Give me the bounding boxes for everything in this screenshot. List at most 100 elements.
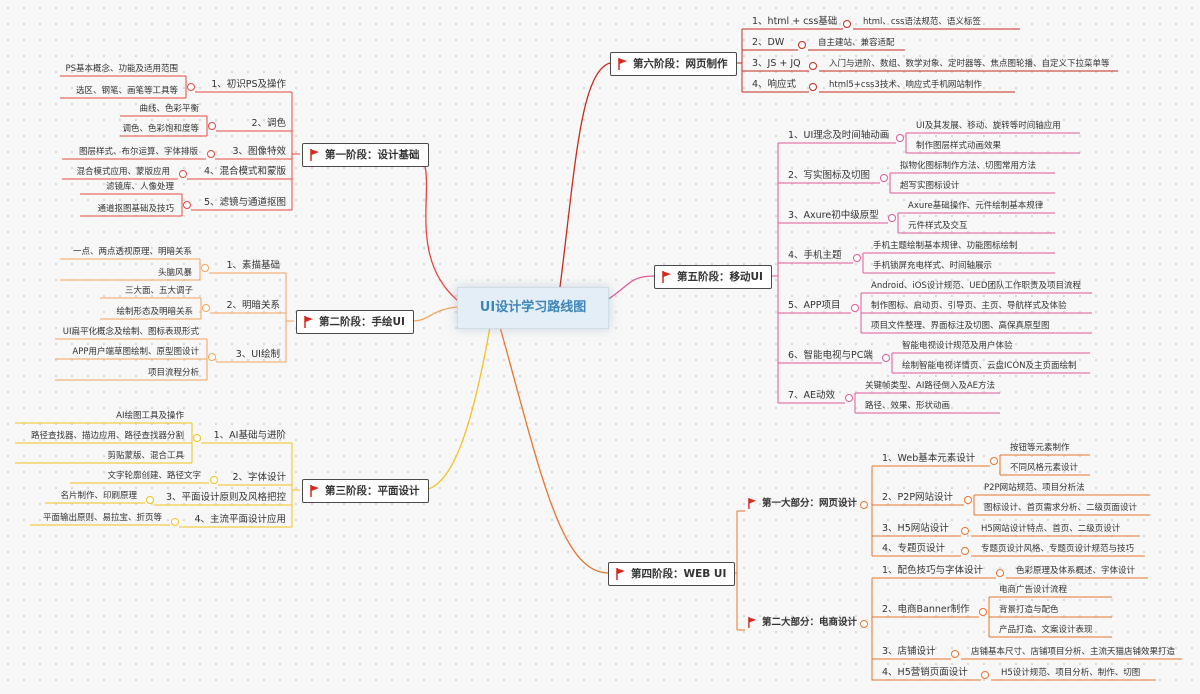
s4-web-sub-2-2[interactable]: 图标设计、首页需求分析、二级页面设计 bbox=[984, 503, 1138, 513]
s4-ecom-sub-2-3[interactable]: 产品打造、文案设计表现 bbox=[999, 625, 1093, 635]
s5-sub-3-1[interactable]: Axure基础操作、元件绘制基本规律 bbox=[908, 201, 1044, 211]
s3-item-1[interactable]: 1、AI基础与进阶 bbox=[213, 430, 286, 441]
collapse-toggle-icon[interactable] bbox=[853, 254, 861, 262]
s6-sub-3-1[interactable]: 入门与进阶、数组、数学对象、定时器等、焦点图轮播、自定义下拉菜单等 bbox=[829, 59, 1110, 69]
s3-sub-2-1[interactable]: 文字轮廓创建、路径文字 bbox=[107, 471, 201, 481]
s3-sub-1-3[interactable]: 剪贴蒙版、混合工具 bbox=[107, 451, 184, 461]
s1-sub-5-1[interactable]: 滤镜库、人像处理 bbox=[105, 182, 174, 192]
s3-item-4[interactable]: 4、主流平面设计应用 bbox=[194, 514, 286, 525]
ecommerce-design-part[interactable]: 第二大部分：电商设计 bbox=[748, 616, 857, 630]
collapse-toggle-icon[interactable] bbox=[981, 671, 989, 679]
collapse-toggle-icon[interactable] bbox=[187, 83, 195, 91]
s2-sub-1-1[interactable]: 一点、两点透视原理、明暗关系 bbox=[72, 247, 192, 257]
collapse-toggle-icon[interactable] bbox=[210, 476, 218, 484]
s5-sub-7-2[interactable]: 路径、效果、形状动画 bbox=[865, 401, 951, 411]
collapse-toggle-icon[interactable] bbox=[996, 569, 1004, 577]
s4-ecom-sub-2-2[interactable]: 背景打造与配色 bbox=[999, 605, 1059, 615]
collapse-toggle-icon[interactable] bbox=[979, 608, 987, 616]
collapse-toggle-icon[interactable] bbox=[951, 650, 959, 658]
collapse-toggle-icon[interactable] bbox=[961, 547, 969, 555]
s5-sub-4-2[interactable]: 手机锁屏充电样式、时间轴展示 bbox=[873, 261, 993, 271]
s4-ecom-sub-2-1[interactable]: 电商广告设计流程 bbox=[999, 585, 1068, 595]
collapse-toggle-icon[interactable] bbox=[809, 62, 817, 70]
collapse-toggle-icon[interactable] bbox=[851, 304, 859, 312]
s5-sub-6-1[interactable]: 智能电视设计规范及用户体验 bbox=[902, 341, 1013, 351]
s1-sub-5-2[interactable]: 通道抠图基础及技巧 bbox=[97, 204, 174, 214]
s4-web-sub-4-1[interactable]: 专题页设计风格、专题页设计规范与技巧 bbox=[981, 544, 1135, 554]
collapse-toggle-icon[interactable] bbox=[207, 150, 215, 158]
s5-sub-3-2[interactable]: 元件样式及交互 bbox=[908, 221, 968, 231]
collapse-toggle-icon[interactable] bbox=[798, 41, 806, 49]
stage-3-node[interactable]: 第三阶段：平面设计 bbox=[302, 479, 429, 503]
s3-item-3[interactable]: 3、平面设计原则及风格把控 bbox=[165, 492, 286, 503]
s6-item-2[interactable]: 2、DW bbox=[752, 37, 785, 48]
collapse-toggle-icon[interactable] bbox=[809, 83, 817, 91]
s1-sub-4-1[interactable]: 混合模式应用、蒙版应用 bbox=[76, 167, 170, 177]
s1-item-1[interactable]: 1、初识PS及操作 bbox=[211, 79, 286, 90]
stage-2-node[interactable]: 第二阶段：手绘UI bbox=[296, 310, 414, 334]
s4-web-item-4[interactable]: 4、专题页设计 bbox=[882, 543, 946, 554]
collapse-toggle-icon[interactable] bbox=[990, 457, 998, 465]
s5-item-7[interactable]: 7、AE动效 bbox=[788, 390, 836, 401]
stage-4-node[interactable]: 第四阶段：WEB UI bbox=[608, 562, 736, 586]
collapse-toggle-icon[interactable] bbox=[208, 122, 216, 130]
s5-item-5[interactable]: 5、APP项目 bbox=[788, 300, 841, 311]
collapse-toggle-icon[interactable] bbox=[183, 201, 191, 209]
collapse-toggle-icon[interactable] bbox=[860, 501, 868, 509]
s4-ecom-item-4[interactable]: 4、H5营销页面设计 bbox=[882, 667, 968, 678]
s2-sub-2-1[interactable]: 三大面、五大调子 bbox=[124, 286, 193, 296]
s2-sub-1-2[interactable]: 头脑风暴 bbox=[157, 268, 192, 278]
s4-web-sub-3-1[interactable]: H5网站设计特点、首页、二级页设计 bbox=[981, 524, 1121, 534]
s2-item-3[interactable]: 3、UI绘制 bbox=[235, 349, 280, 360]
s2-item-2[interactable]: 2、明暗关系 bbox=[226, 300, 280, 311]
collapse-toggle-icon[interactable] bbox=[888, 214, 896, 222]
s4-web-sub-1-1[interactable]: 按钮等元素制作 bbox=[1010, 443, 1070, 453]
stage-1-node[interactable]: 第一阶段：设计基础 bbox=[302, 143, 429, 167]
s4-web-item-2[interactable]: 2、P2P网站设计 bbox=[882, 492, 954, 503]
s5-item-3[interactable]: 3、Axure初中级原型 bbox=[788, 210, 879, 221]
center-title[interactable]: UI设计学习路线图 bbox=[457, 287, 609, 329]
s5-sub-4-1[interactable]: 手机主题绘制基本规律、功能图标绘制 bbox=[873, 241, 1018, 251]
stage-6-node[interactable]: 第六阶段：网页制作 bbox=[610, 52, 737, 76]
s2-sub-3-1[interactable]: UI扁平化概念及绘制、图标表现形式 bbox=[62, 327, 199, 337]
collapse-toggle-icon[interactable] bbox=[208, 353, 216, 361]
s6-sub-1-1[interactable]: html、css语法规范、语义标签 bbox=[863, 17, 981, 27]
stage-5-node[interactable]: 第五阶段：移动UI bbox=[654, 265, 772, 289]
s5-item-4[interactable]: 4、手机主题 bbox=[788, 250, 842, 261]
s3-sub-1-2[interactable]: 路径查找器、描边应用、路径查找器分割 bbox=[30, 431, 184, 441]
s1-sub-3-1[interactable]: 图层样式、布尔运算、字体排版 bbox=[78, 147, 198, 157]
s4-web-sub-1-2[interactable]: 不同风格元素设计 bbox=[1010, 463, 1079, 473]
collapse-toggle-icon[interactable] bbox=[880, 174, 888, 182]
s1-sub-2-2[interactable]: 调色、色彩饱和度等 bbox=[122, 124, 199, 134]
s4-web-item-1[interactable]: 1、Web基本元素设计 bbox=[882, 453, 976, 464]
s5-sub-2-1[interactable]: 拟物化图标制作方法、切图常用方法 bbox=[900, 161, 1037, 171]
s5-sub-6-2[interactable]: 绘制智能电视详情页、云盘ICON及主页面绘制 bbox=[902, 361, 1077, 371]
collapse-toggle-icon[interactable] bbox=[961, 527, 969, 535]
s5-sub-1-1[interactable]: UI及其发展、移动、旋转等时间轴应用 bbox=[916, 121, 1061, 131]
collapse-toggle-icon[interactable] bbox=[860, 620, 868, 628]
s4-ecom-sub-3-1[interactable]: 店铺基本尺寸、店铺项目分析、主流天猫店铺效果打造 bbox=[971, 647, 1176, 657]
s6-item-1[interactable]: 1、html + css基础 bbox=[752, 16, 838, 27]
collapse-toggle-icon[interactable] bbox=[964, 496, 972, 504]
s1-sub-1-1[interactable]: PS基本概念、功能及适用范围 bbox=[65, 64, 178, 74]
s5-sub-2-2[interactable]: 超写实图标设计 bbox=[900, 181, 960, 191]
s4-ecom-item-1[interactable]: 1、配色技巧与字体设计 bbox=[882, 565, 984, 576]
web-design-part[interactable]: 第一大部分：网页设计 bbox=[748, 497, 857, 511]
s6-sub-4-1[interactable]: html5+css3技术、响应式手机网站制作 bbox=[829, 80, 982, 90]
s1-sub-1-2[interactable]: 选区、钢笔、画笔等工具等 bbox=[75, 86, 178, 96]
collapse-toggle-icon[interactable] bbox=[146, 496, 154, 504]
s4-ecom-sub-1-1[interactable]: 色彩原理及体系概述、字体设计 bbox=[1016, 566, 1136, 576]
collapse-toggle-icon[interactable] bbox=[171, 518, 179, 526]
collapse-toggle-icon[interactable] bbox=[201, 264, 209, 272]
s3-sub-4-1[interactable]: 平面输出原则、易拉宝、折页等 bbox=[42, 513, 162, 523]
collapse-toggle-icon[interactable] bbox=[896, 134, 904, 142]
s1-item-2[interactable]: 2、调色 bbox=[251, 118, 286, 129]
s2-sub-2-2[interactable]: 绘制形态及明暗关系 bbox=[116, 307, 193, 317]
s5-sub-5-3[interactable]: 项目文件整理、界面标注及切图、高保真原型图 bbox=[871, 321, 1050, 331]
s5-sub-7-1[interactable]: 关键帧类型、AI路径倒入及AE方法 bbox=[865, 381, 996, 391]
s1-item-3[interactable]: 3、图像特效 bbox=[232, 146, 286, 157]
s4-ecom-item-2[interactable]: 2、电商Banner制作 bbox=[882, 604, 970, 615]
collapse-toggle-icon[interactable] bbox=[843, 20, 851, 28]
s5-item-2[interactable]: 2、写实图标及切图 bbox=[788, 170, 871, 181]
s4-ecom-item-3[interactable]: 3、店铺设计 bbox=[882, 646, 936, 657]
